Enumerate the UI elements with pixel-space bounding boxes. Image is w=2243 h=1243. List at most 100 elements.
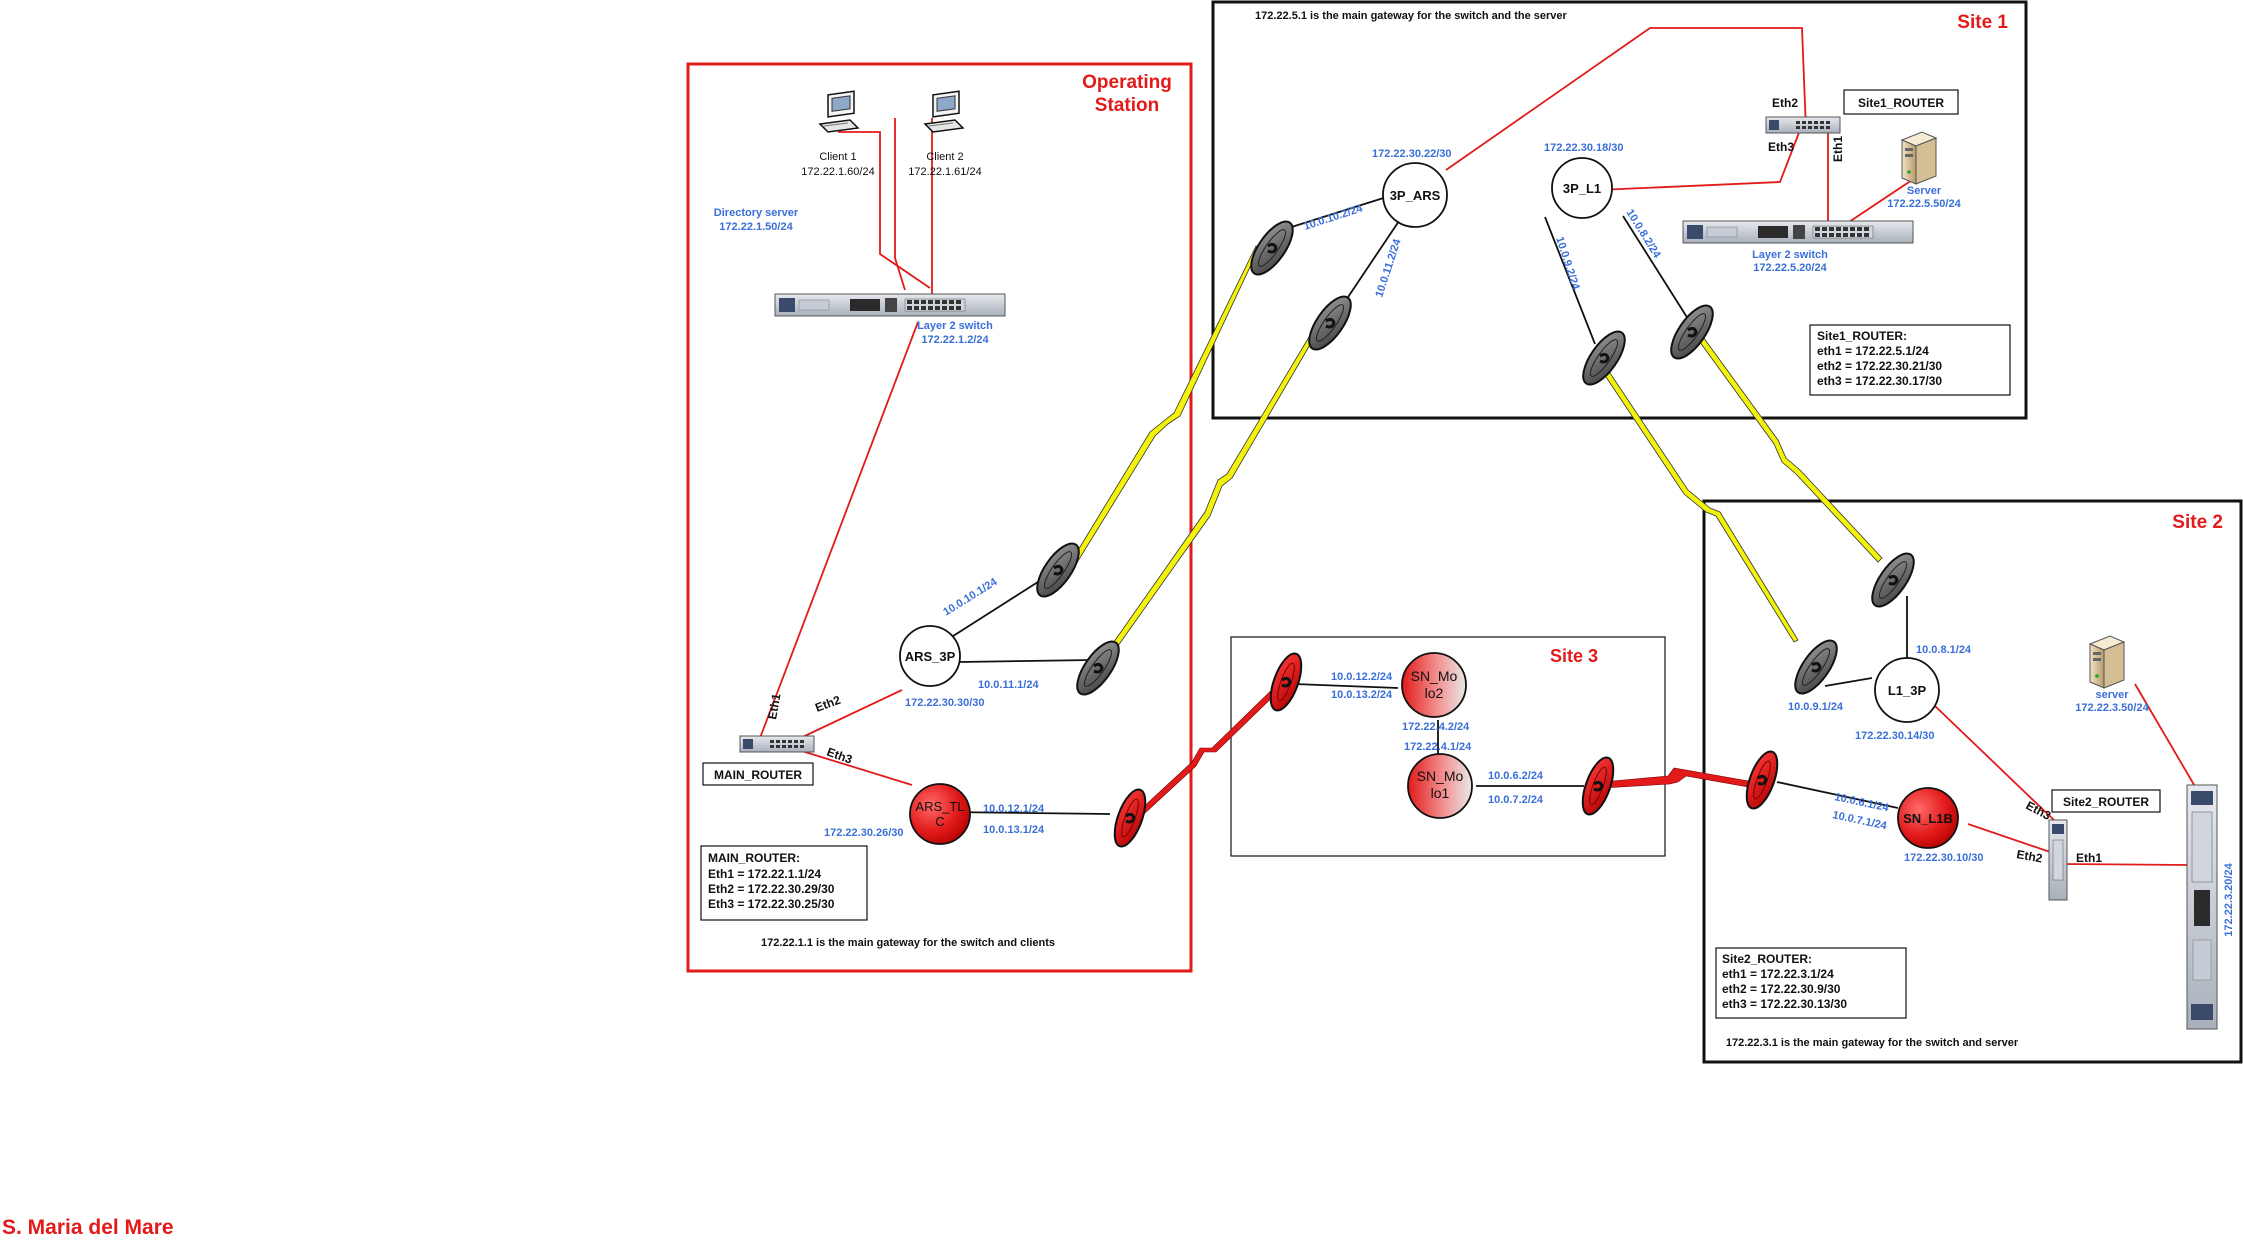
site2-router-box-line2: eth2 = 172.22.30.9/30 (1722, 982, 1841, 996)
site1-switch-ip: 172.22.5.20/24 (1753, 262, 1827, 274)
site1-router-eth2-label: Eth2 (1772, 96, 1798, 110)
site2-router-eth2-label: Eth2 (2015, 847, 2043, 865)
site2-router-info-box (1715, 947, 1907, 1019)
site1-switch-icon (1682, 220, 1914, 244)
site2-router-name: Site2_ROUTER (2063, 795, 2149, 809)
ars-tlc-link2: 10.0.13.1/24 (983, 824, 1045, 836)
sn-l1b-node (1897, 787, 1959, 849)
site1-server-ip: 172.22.5.50/24 (1887, 198, 1961, 210)
wireless-links-yellow (1065, 245, 1883, 661)
site2-router-icon (2048, 819, 2068, 901)
3p-l1-label: 3P_L1 (1563, 181, 1601, 196)
sn-molo2-dish-icon (1262, 648, 1310, 716)
site2-switch-ip: 172.22.3.20/24 (2223, 862, 2235, 936)
3p-ars-link2: 10.0.11.2/24 (1373, 237, 1403, 299)
site1-router-icon (1765, 116, 1841, 134)
site1-router-box-line2: eth2 = 172.22.30.21/30 (1817, 359, 1942, 373)
op-switch-name: Layer 2 switch (917, 320, 993, 332)
3p-ars-dish-1-icon (1242, 213, 1302, 283)
sn-molo2-label-line1: SN_Mo (1411, 668, 1458, 684)
operating-station-switch-icon (774, 293, 1006, 317)
site1-router-eth3-label: Eth3 (1768, 140, 1794, 154)
site1-router-label-box (1843, 89, 1959, 115)
client2-name: Client 2 (926, 151, 963, 163)
site2-router-box-title: Site2_ROUTER: (1722, 952, 1812, 966)
ars-tlc-dish-icon (1106, 784, 1154, 852)
sn-l1b-label: SN_L1B (1903, 811, 1953, 826)
main-router-name: MAIN_ROUTER (714, 768, 802, 782)
site1-frame (1211, 0, 2028, 420)
site2-links (1776, 596, 2201, 866)
site2-title: Site 2 (2172, 512, 2223, 533)
sn-molo1-ip: 172.22.4.1/24 (1404, 741, 1472, 753)
3p-l1-node (1551, 157, 1613, 219)
ars-3p-dish-1-icon (1028, 535, 1088, 605)
op-switch-ip: 172.22.1.2/24 (921, 334, 989, 346)
site1-title: Site 1 (1957, 12, 2008, 33)
site2-router-label-box (2051, 789, 2161, 813)
site1-router-eth1-label: Eth1 (1831, 136, 1845, 162)
3p-ars-dish-2-icon (1300, 288, 1360, 358)
sn-molo2-ip: 172.22.4.2/24 (1402, 721, 1470, 733)
site1-router-box-line1: eth1 = 172.22.5.1/24 (1817, 344, 1929, 358)
client1-name: Client 1 (819, 151, 856, 163)
sn-molo1-link2: 10.0.7.2/24 (1488, 794, 1544, 806)
sn-molo1-link1: 10.0.6.2/24 (1488, 770, 1544, 782)
diagram-title: S. Maria del Mare (2, 1216, 174, 1239)
sn-molo2-link1: 10.0.12.2/24 (1331, 671, 1393, 683)
client2-ip: 172.22.1.61/24 (908, 166, 981, 178)
3p-l1-ip: 172.22.30.18/30 (1544, 142, 1624, 154)
main-router-info-box (700, 845, 868, 921)
site1-server-icon (1901, 131, 1937, 185)
main-router-eth2-label: Eth2 (813, 693, 843, 715)
main-router-box-line2: Eth2 = 172.22.30.29/30 (708, 882, 835, 896)
l1-3p-link1: 10.0.8.1/24 (1916, 644, 1972, 656)
ars-tlc-node (909, 783, 971, 845)
ars-3p-label: ARS_3P (905, 649, 956, 664)
site2-router-box-line3: eth3 = 172.22.30.13/30 (1722, 997, 1847, 1011)
site1-links (1281, 27, 1913, 345)
main-router-eth1-label: Eth1 (765, 692, 783, 720)
ars-3p-node (899, 625, 961, 687)
site3-title: Site 3 (1550, 646, 1598, 666)
main-router-box-line3: Eth3 = 172.22.30.25/30 (708, 897, 835, 911)
main-router-box-title: MAIN_ROUTER: (708, 851, 800, 865)
3p-l1-link1: 10.0.9.2/24 (1553, 235, 1582, 292)
sn-l1b-dish-icon (1738, 746, 1786, 814)
directory-server-ip: 172.22.1.50/24 (719, 221, 793, 233)
main-router-box-line1: Eth1 = 172.22.1.1/24 (708, 867, 821, 881)
sn-molo1-node (1407, 753, 1473, 819)
client2-pc-icon (924, 90, 964, 133)
client1-pc-icon (819, 90, 859, 133)
operating-station-title-line1: Operating (1082, 72, 1172, 93)
site2-router-eth1-label: Eth1 (2076, 851, 2102, 865)
ars-tlc-ip: 172.22.30.26/30 (824, 827, 904, 839)
site2-server-ip: 172.22.3.50/24 (2075, 702, 2149, 714)
sn-molo1-label-line1: SN_Mo (1417, 768, 1464, 784)
3p-l1-dish-1-icon (1574, 323, 1634, 393)
site1-router-info-box (1809, 324, 2011, 396)
sn-molo2-node (1401, 652, 1467, 718)
site2-switch-icon (2186, 784, 2218, 1030)
ars-tlc-link1: 10.0.12.1/24 (983, 803, 1045, 815)
3p-l1-link2: 10.0.8.2/24 (1623, 207, 1663, 261)
operating-station-gateway-note: 172.22.1.1 is the main gateway for the s… (761, 937, 1055, 949)
site2-server-icon (2089, 635, 2125, 689)
ars-3p-ip: 172.22.30.30/30 (905, 697, 985, 709)
site2-server-name: server (2095, 689, 2129, 701)
site1-router-box-title: Site1_ROUTER: (1817, 329, 1907, 343)
site2-gateway-note: 172.22.3.1 is the main gateway for the s… (1726, 1037, 2019, 1049)
ars-3p-link2: 10.0.11.1/24 (978, 679, 1039, 691)
sn-molo2-label-line2: lo2 (1425, 685, 1444, 701)
ars-tlc-label-line2: C (935, 814, 944, 829)
site2-router-eth3-label: Eth3 (2024, 798, 2054, 823)
site1-server-name: Server (1907, 185, 1942, 197)
3p-ars-link1: 10.0.10.2/24 (1302, 202, 1365, 233)
site2-frame (1702, 499, 2243, 1064)
3p-ars-ip: 172.22.30.22/30 (1372, 148, 1452, 160)
ars-tlc-label-line1: ARS_TL (915, 799, 964, 814)
site1-router-name: Site1_ROUTER (1858, 96, 1944, 110)
client1-ip: 172.22.1.60/24 (801, 166, 874, 178)
sn-molo1-label-line2: lo1 (1431, 785, 1450, 801)
